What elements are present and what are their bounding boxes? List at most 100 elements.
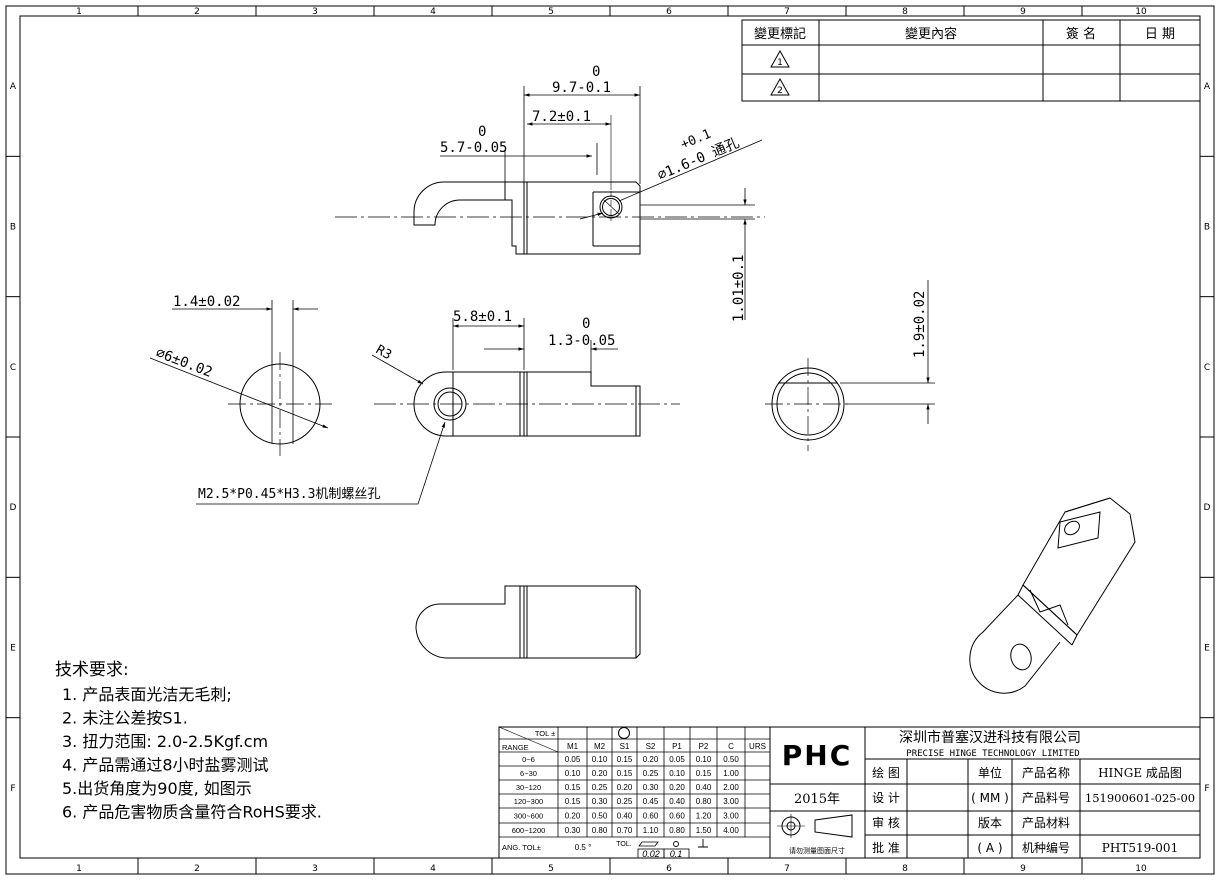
tol-value-cell: 4.00 <box>723 826 739 835</box>
zone-col-label-bottom: 1 <box>76 864 82 874</box>
unit-value: ( MM ) <box>971 791 1009 805</box>
dim-dia6: ⌀6±0.02 <box>154 345 215 381</box>
tol-value-cell: 1.50 <box>696 826 712 835</box>
perpendicular-icon <box>698 839 708 848</box>
tol-value-cell: 0.15 <box>565 783 581 792</box>
unit-label: 单位 <box>978 765 1002 780</box>
tol-value-cell: 0.20 <box>643 755 659 764</box>
logo: PHC <box>782 739 853 772</box>
tol-col-header: M2 <box>594 742 606 751</box>
tol-corner-top: TOL ± <box>535 729 555 738</box>
dim-r3: R3 <box>373 342 394 363</box>
tol-value-cell: 0.50 <box>723 755 739 764</box>
rev-header-sign: 簽 名 <box>1066 26 1096 42</box>
model-no-label: 机种编号 <box>1022 840 1070 855</box>
zone-col-label-bottom: 5 <box>548 864 554 874</box>
tol-value-cell: 2.00 <box>723 783 739 792</box>
zone-row-label-left: D <box>10 503 17 513</box>
revision-triangle-1-icon <box>770 49 790 68</box>
tol-value-cell: 0.05 <box>669 755 685 764</box>
isometric-view <box>969 497 1136 694</box>
dim-1-01: 1.01±0.1 <box>731 255 747 322</box>
tol-value-cell: 0.60 <box>643 812 659 821</box>
version-value: ( A ) <box>977 841 1002 855</box>
tol-col-header: M1 <box>567 742 579 751</box>
tol-value-flatness: 0.02 <box>642 849 660 859</box>
tol-value-cell: 0.30 <box>565 826 581 835</box>
tol-value-cell: 0.20 <box>592 769 608 778</box>
tol-col-header: URS <box>749 742 766 751</box>
zone-col-label-bottom: 8 <box>902 864 908 874</box>
tol-range-cell: 6~30 <box>520 769 537 778</box>
zone-col-label-bottom: 10 <box>1135 864 1147 874</box>
tol-range-cell: 600~1200 <box>512 826 546 835</box>
tol-value-cell: 0.40 <box>617 812 633 821</box>
dim-1-4: 1.4±0.02 <box>173 294 240 310</box>
tol-label: TOL. <box>616 841 631 848</box>
tol-value-cell: 0.15 <box>617 769 633 778</box>
tol-col-header: P2 <box>699 742 709 751</box>
tol-value-cell: 0.20 <box>565 812 581 821</box>
zone-row-label-right: C <box>1204 363 1210 373</box>
tol-ang-value: 0.5 ° <box>575 843 592 852</box>
tol-value-cell: 0.80 <box>592 826 608 835</box>
top-view-dimensions <box>440 86 763 320</box>
rev-header-content: 變更內容 <box>905 26 957 42</box>
front-view-dimensions <box>196 318 618 505</box>
tol-value-cell: 0.05 <box>565 755 581 764</box>
tol-col-header: S2 <box>646 742 656 751</box>
tol-value-cell: 0.15 <box>565 797 581 806</box>
dim-1-3-upper: 0 <box>582 316 590 332</box>
company-en: PRECISE HINGE TECHNOLOGY LIMITED <box>906 749 1079 759</box>
dim-5-7: 5.7-0.05 <box>440 140 507 156</box>
tech-note-item: 3. 扭力范围: 2.0-2.5Kgf.cm <box>62 732 268 751</box>
tol-value-cell: 0.80 <box>696 797 712 806</box>
zone-col-label-bottom: 9 <box>1020 864 1026 874</box>
revision-table: 變更標記 變更內容 簽 名 日 期 1 2 <box>741 19 1201 102</box>
zone-row-label-right: F <box>1204 784 1209 794</box>
tol-value-cell: 0.70 <box>617 826 633 835</box>
role-draw: 绘 图 <box>872 765 900 780</box>
tech-note-item: 1. 产品表面光洁无毛刺; <box>62 685 232 704</box>
tol-ang-label: ANG. TOL± <box>502 843 541 852</box>
tol-value-cell: 1.20 <box>696 812 712 821</box>
company-cn: 深圳市普塞汉进科技有限公司 <box>899 729 1081 746</box>
tol-value-cell: 0.50 <box>592 812 608 821</box>
tol-value-cell: 0.20 <box>617 783 633 792</box>
version-label: 版本 <box>978 816 1002 830</box>
zone-row-label-left: E <box>10 644 16 654</box>
tol-col-header: P1 <box>672 742 682 751</box>
tol-col-header: C <box>728 742 734 751</box>
zone-col-label-top: 7 <box>784 7 790 17</box>
zone-row-label-right: D <box>1204 503 1211 513</box>
zone-col-label-top: 4 <box>430 7 436 17</box>
tol-value-cell: 0.20 <box>669 783 685 792</box>
dim-9-7: 9.7-0.1 <box>552 80 611 96</box>
product-name-label: 产品名称 <box>1022 765 1070 780</box>
zone-col-label-bottom: 6 <box>666 864 672 874</box>
title-block <box>769 726 1201 859</box>
tol-value-cell: 0.80 <box>669 826 685 835</box>
product-name-value: HINGE 成品图 <box>1098 766 1182 780</box>
tol-value-cell: 0.15 <box>617 755 633 764</box>
zone-row-label-left: B <box>10 223 16 233</box>
flatness-icon <box>638 841 659 847</box>
tol-value-cell: 0.40 <box>669 797 685 806</box>
position-icon <box>673 841 679 847</box>
tol-value-cell: 0.10 <box>565 769 581 778</box>
zone-col-label-top: 1 <box>76 7 82 17</box>
tol-corner-bottom: RANGE <box>502 743 529 752</box>
zone-row-label-right: A <box>1204 82 1211 92</box>
zone-row-label-left: C <box>10 363 16 373</box>
rev-header-mark: 變更標記 <box>754 26 806 42</box>
rev-header-date: 日 期 <box>1145 27 1175 42</box>
tol-value-cell: 3.00 <box>723 797 739 806</box>
rev-mark-2: 2 <box>777 86 783 96</box>
zone-row-label-left: A <box>10 82 17 92</box>
tol-value-cell: 0.45 <box>643 797 659 806</box>
zone-col-label-top: 3 <box>312 7 318 17</box>
zone-row-label-right: E <box>1204 644 1210 654</box>
tol-value-cell: 3.00 <box>723 812 739 821</box>
